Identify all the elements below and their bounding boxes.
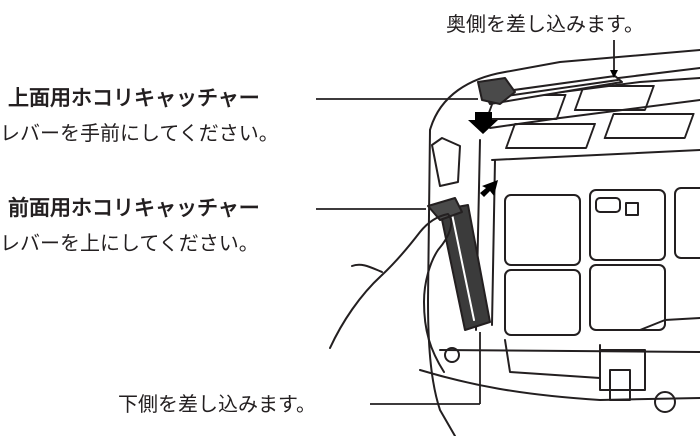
front-filter-grid-c xyxy=(504,269,581,336)
top-filter-cell-3 xyxy=(505,123,596,149)
front-filter-grid-b xyxy=(589,189,666,261)
arrow-tip-back-icon xyxy=(610,70,618,78)
callout-front-catcher-instruction: レバーを上にしてください。 xyxy=(0,231,259,255)
top-catcher-lever xyxy=(477,77,516,105)
wheel-left xyxy=(444,347,460,363)
arrow-up-right-icon xyxy=(480,180,498,197)
callout-top-catcher-title: 上面用ホコリキャッチャー xyxy=(8,86,260,110)
tray-block-2 xyxy=(609,369,631,401)
unit-left-edge xyxy=(427,129,456,436)
top-filter-cell-2 xyxy=(573,85,655,111)
front-catcher-highlight xyxy=(451,213,475,321)
unit-outer-shell xyxy=(429,49,700,131)
top-catcher-rail xyxy=(491,79,619,99)
unit-bottom-base xyxy=(419,369,700,401)
latch-window xyxy=(595,197,621,213)
front-filter-grid-a xyxy=(504,194,581,266)
top-filter-cell-4 xyxy=(603,113,695,139)
unit-bottom-inner xyxy=(439,349,700,353)
callout-back-insert: 奥側を差し込みます。 xyxy=(446,12,644,36)
front-filter-grid-e xyxy=(674,187,700,259)
callout-bottom-insert: 下側を差し込みます。 xyxy=(118,392,316,416)
latch-tab xyxy=(625,202,639,216)
front-filter-grid-d xyxy=(589,264,666,331)
arrow-down-icon xyxy=(468,112,498,134)
callout-front-catcher-title: 前面用ホコリキャッチャー xyxy=(8,196,260,220)
tray-left xyxy=(504,339,601,379)
front-opening-top xyxy=(491,149,700,161)
front-catcher-body xyxy=(439,204,491,331)
hand-finger xyxy=(351,263,383,273)
callout-top-catcher-instruction: レバーを手前にしてください。 xyxy=(0,121,279,145)
left-hinge xyxy=(431,137,461,187)
tray-block-1 xyxy=(599,349,646,391)
wheel-right xyxy=(654,391,676,413)
tray-rear xyxy=(639,317,700,331)
top-panel-front xyxy=(489,99,700,129)
hand-outline xyxy=(329,213,453,373)
front-catcher-lever xyxy=(427,197,463,221)
